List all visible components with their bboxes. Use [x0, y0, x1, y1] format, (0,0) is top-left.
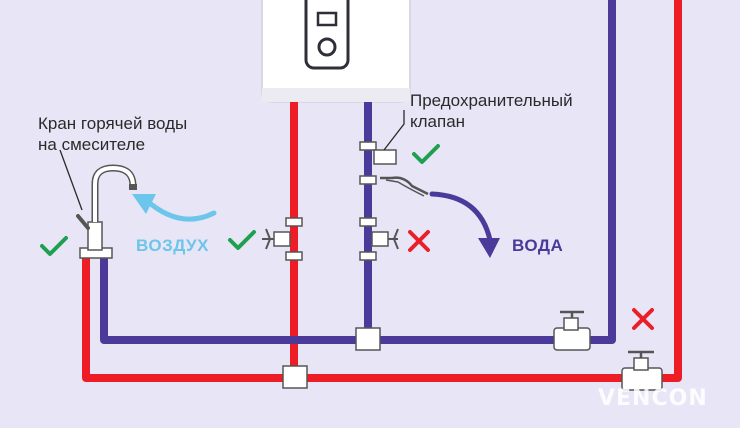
heater-knob — [317, 37, 337, 57]
mixer-faucet — [76, 164, 137, 259]
check-icon-hot-valve — [228, 230, 256, 250]
hot-tap-label-line-2: на смесителе — [38, 135, 146, 154]
cross-icon-gate-valve — [632, 308, 654, 330]
cross-icon-cold-valve — [408, 230, 430, 252]
safety-valve — [359, 141, 429, 197]
hot-inline-valve — [262, 217, 303, 261]
air-arrow — [132, 194, 217, 222]
heater-display — [316, 11, 338, 27]
check-icons — [40, 144, 440, 256]
hot-tap-label-line-1: Кран горячей воды — [38, 114, 188, 133]
safety-valve-label-line-1: Предохранительный — [410, 91, 573, 110]
hot-gate-valve — [621, 350, 663, 391]
hot-tee — [282, 365, 308, 389]
water-arrow — [429, 191, 500, 258]
cold-inline-valve — [359, 217, 399, 261]
safety-valve-leader — [383, 110, 405, 151]
leader-lines — [59, 110, 405, 211]
cross-icons — [408, 230, 654, 330]
hot-water-pipes — [82, 0, 682, 382]
heater-control-panel — [304, 0, 350, 70]
check-icon-safety-valve — [412, 144, 440, 164]
vencon-watermark: VENCON — [598, 386, 708, 411]
safety-valve-label: Предохранительный клапан — [410, 90, 573, 132]
water-label: ВОДА — [512, 236, 564, 255]
check-icon-tap — [40, 236, 68, 256]
tee-fittings — [282, 327, 381, 389]
cold-gate-valve — [553, 310, 591, 351]
cold-tee — [355, 327, 381, 351]
hot-tap-label: Кран горячей воды на смесителе — [38, 113, 187, 155]
hot-tap-leader — [59, 149, 83, 211]
safety-valve-label-line-2: клапан — [410, 112, 466, 131]
air-label: ВОЗДУХ — [136, 236, 209, 255]
water-heater — [261, 0, 411, 103]
